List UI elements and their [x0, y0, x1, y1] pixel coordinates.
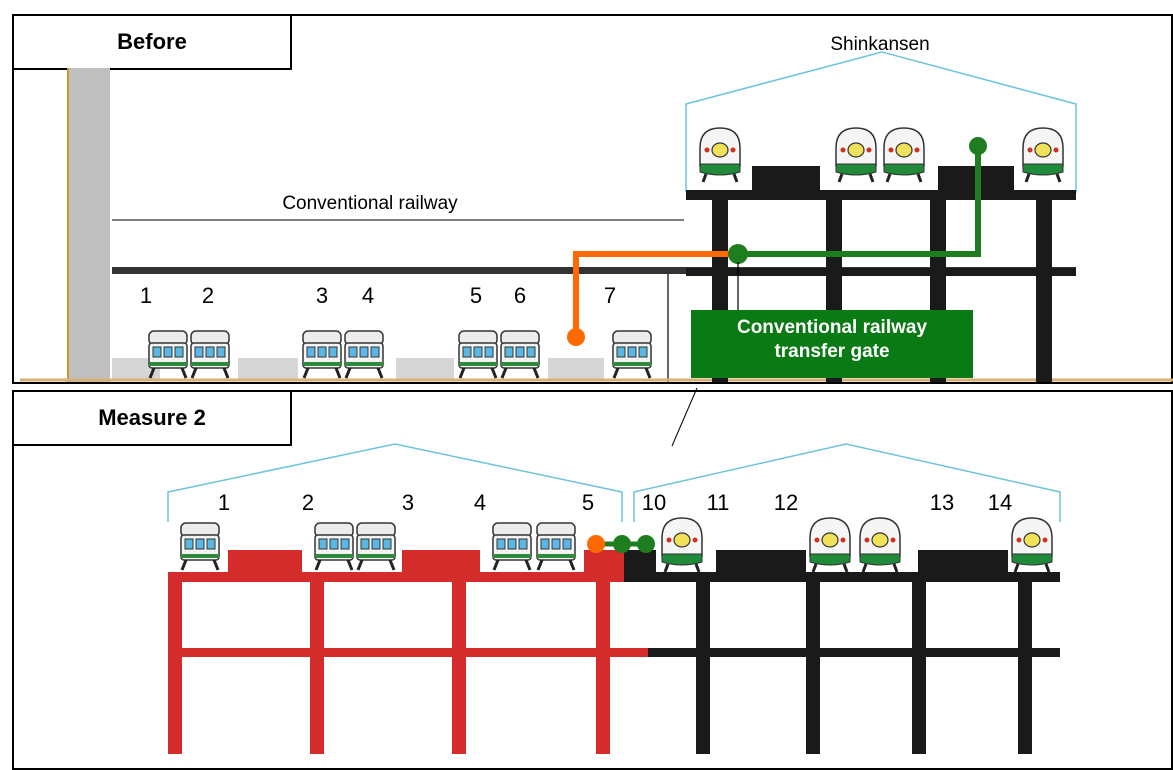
shinkansen-transfer-route — [738, 146, 981, 257]
conventional-train — [301, 329, 343, 380]
before-track-1: 1 — [140, 283, 152, 308]
measure-track-11: 11 — [707, 490, 730, 515]
shinkansen-roof — [633, 443, 1061, 522]
shinkansen-train — [1010, 516, 1054, 574]
shinkansen-train — [834, 126, 878, 184]
conventional-train — [179, 521, 221, 572]
conventional-route-point — [587, 535, 605, 553]
gate-label-line1: Conventional railway — [736, 317, 928, 338]
before-track-3: 3 — [316, 283, 328, 308]
conventional-train — [457, 329, 499, 380]
shinkansen-route-point — [969, 137, 987, 155]
measure-title: Measure 2 — [98, 405, 206, 430]
station-column — [68, 68, 110, 382]
transfer-gate-point — [728, 244, 748, 264]
measure-diagram: 1 2 3 4 5 10 11 12 13 14 — [167, 443, 1061, 754]
measure-track-1: 1 — [218, 490, 230, 515]
shinkansen-route-point — [637, 535, 655, 553]
conventional-train — [499, 329, 541, 380]
before-tab: Before — [14, 16, 292, 70]
before-track-6: 6 — [514, 283, 526, 308]
measure-track-12: 12 — [774, 490, 798, 515]
measure-track-14: 14 — [988, 490, 1012, 515]
shinkansen-train — [660, 516, 704, 574]
shinkansen-train — [808, 516, 852, 574]
conventional-train — [535, 521, 577, 572]
before-title: Before — [117, 29, 187, 54]
before-track-5: 5 — [470, 283, 482, 308]
before-track-4: 4 — [362, 283, 374, 308]
diagram-canvas: Conventional railway 1 2 3 4 5 6 7 Shink… — [20, 34, 1173, 754]
shinkansen-structure — [624, 550, 1060, 754]
gate-label-line2: transfer gate — [774, 341, 890, 362]
before-track-2: 2 — [202, 283, 214, 308]
conventional-structure — [168, 550, 648, 754]
measure-tab: Measure 2 — [14, 392, 292, 446]
shinkansen-train — [858, 516, 902, 574]
measure-track-13: 13 — [930, 490, 954, 515]
conventional-train — [611, 329, 653, 380]
conventional-roof — [167, 443, 623, 522]
measure-track-5: 5 — [582, 490, 594, 515]
shinkansen-train — [882, 126, 926, 184]
before-track-7: 7 — [604, 283, 616, 308]
transfer-gate-point — [613, 535, 631, 553]
measure-track-4: 4 — [474, 490, 486, 515]
before-diagram: Conventional railway 1 2 3 4 5 6 7 Shink… — [20, 34, 1173, 447]
measure-track-10: 10 — [642, 490, 666, 515]
shinkansen-train — [698, 126, 742, 184]
conventional-train — [313, 521, 355, 572]
shinkansen-roof — [685, 51, 1077, 193]
measure-track-3: 3 — [402, 490, 414, 515]
shinkansen-train — [1021, 126, 1065, 184]
conventional-transfer-route — [573, 251, 738, 337]
conventional-route-point — [567, 328, 585, 346]
conventional-train — [189, 329, 231, 380]
measure-track-2: 2 — [302, 490, 314, 515]
transfer-gate-callout: Conventional railway transfer gate — [691, 310, 973, 378]
concourse-beam — [112, 267, 1076, 274]
conventional-train — [355, 521, 397, 572]
shinkansen-label: Shinkansen — [830, 34, 929, 55]
conventional-train — [343, 329, 385, 380]
conventional-label: Conventional railway — [282, 193, 458, 214]
conventional-train — [491, 521, 533, 572]
